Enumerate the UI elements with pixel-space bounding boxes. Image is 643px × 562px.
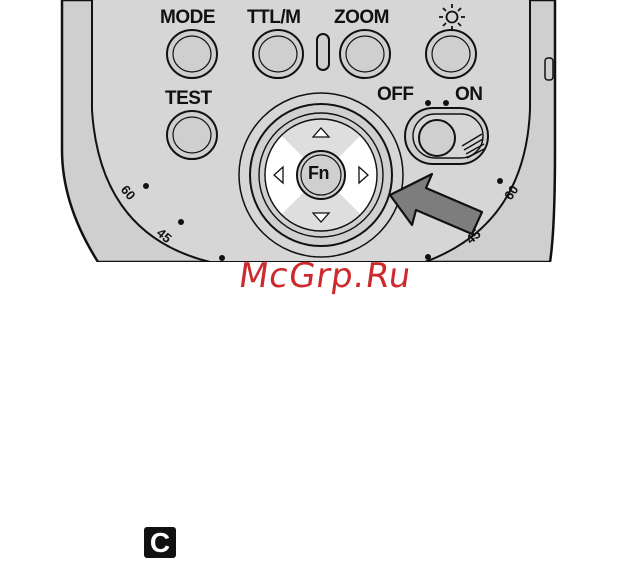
on-label: ON	[455, 84, 483, 106]
ttl-m-button-label: TTL/M	[247, 7, 300, 29]
flash-control-panel-illustration	[0, 0, 643, 262]
zoom-button-label: ZOOM	[334, 7, 389, 29]
fn-button-label: Fn	[308, 163, 329, 184]
section-badge: C	[144, 527, 176, 558]
off-label: OFF	[377, 84, 414, 106]
mode-button-label: MODE	[160, 7, 215, 29]
watermark: McGrp.Ru	[0, 256, 643, 296]
test-button-label: TEST	[165, 88, 212, 110]
